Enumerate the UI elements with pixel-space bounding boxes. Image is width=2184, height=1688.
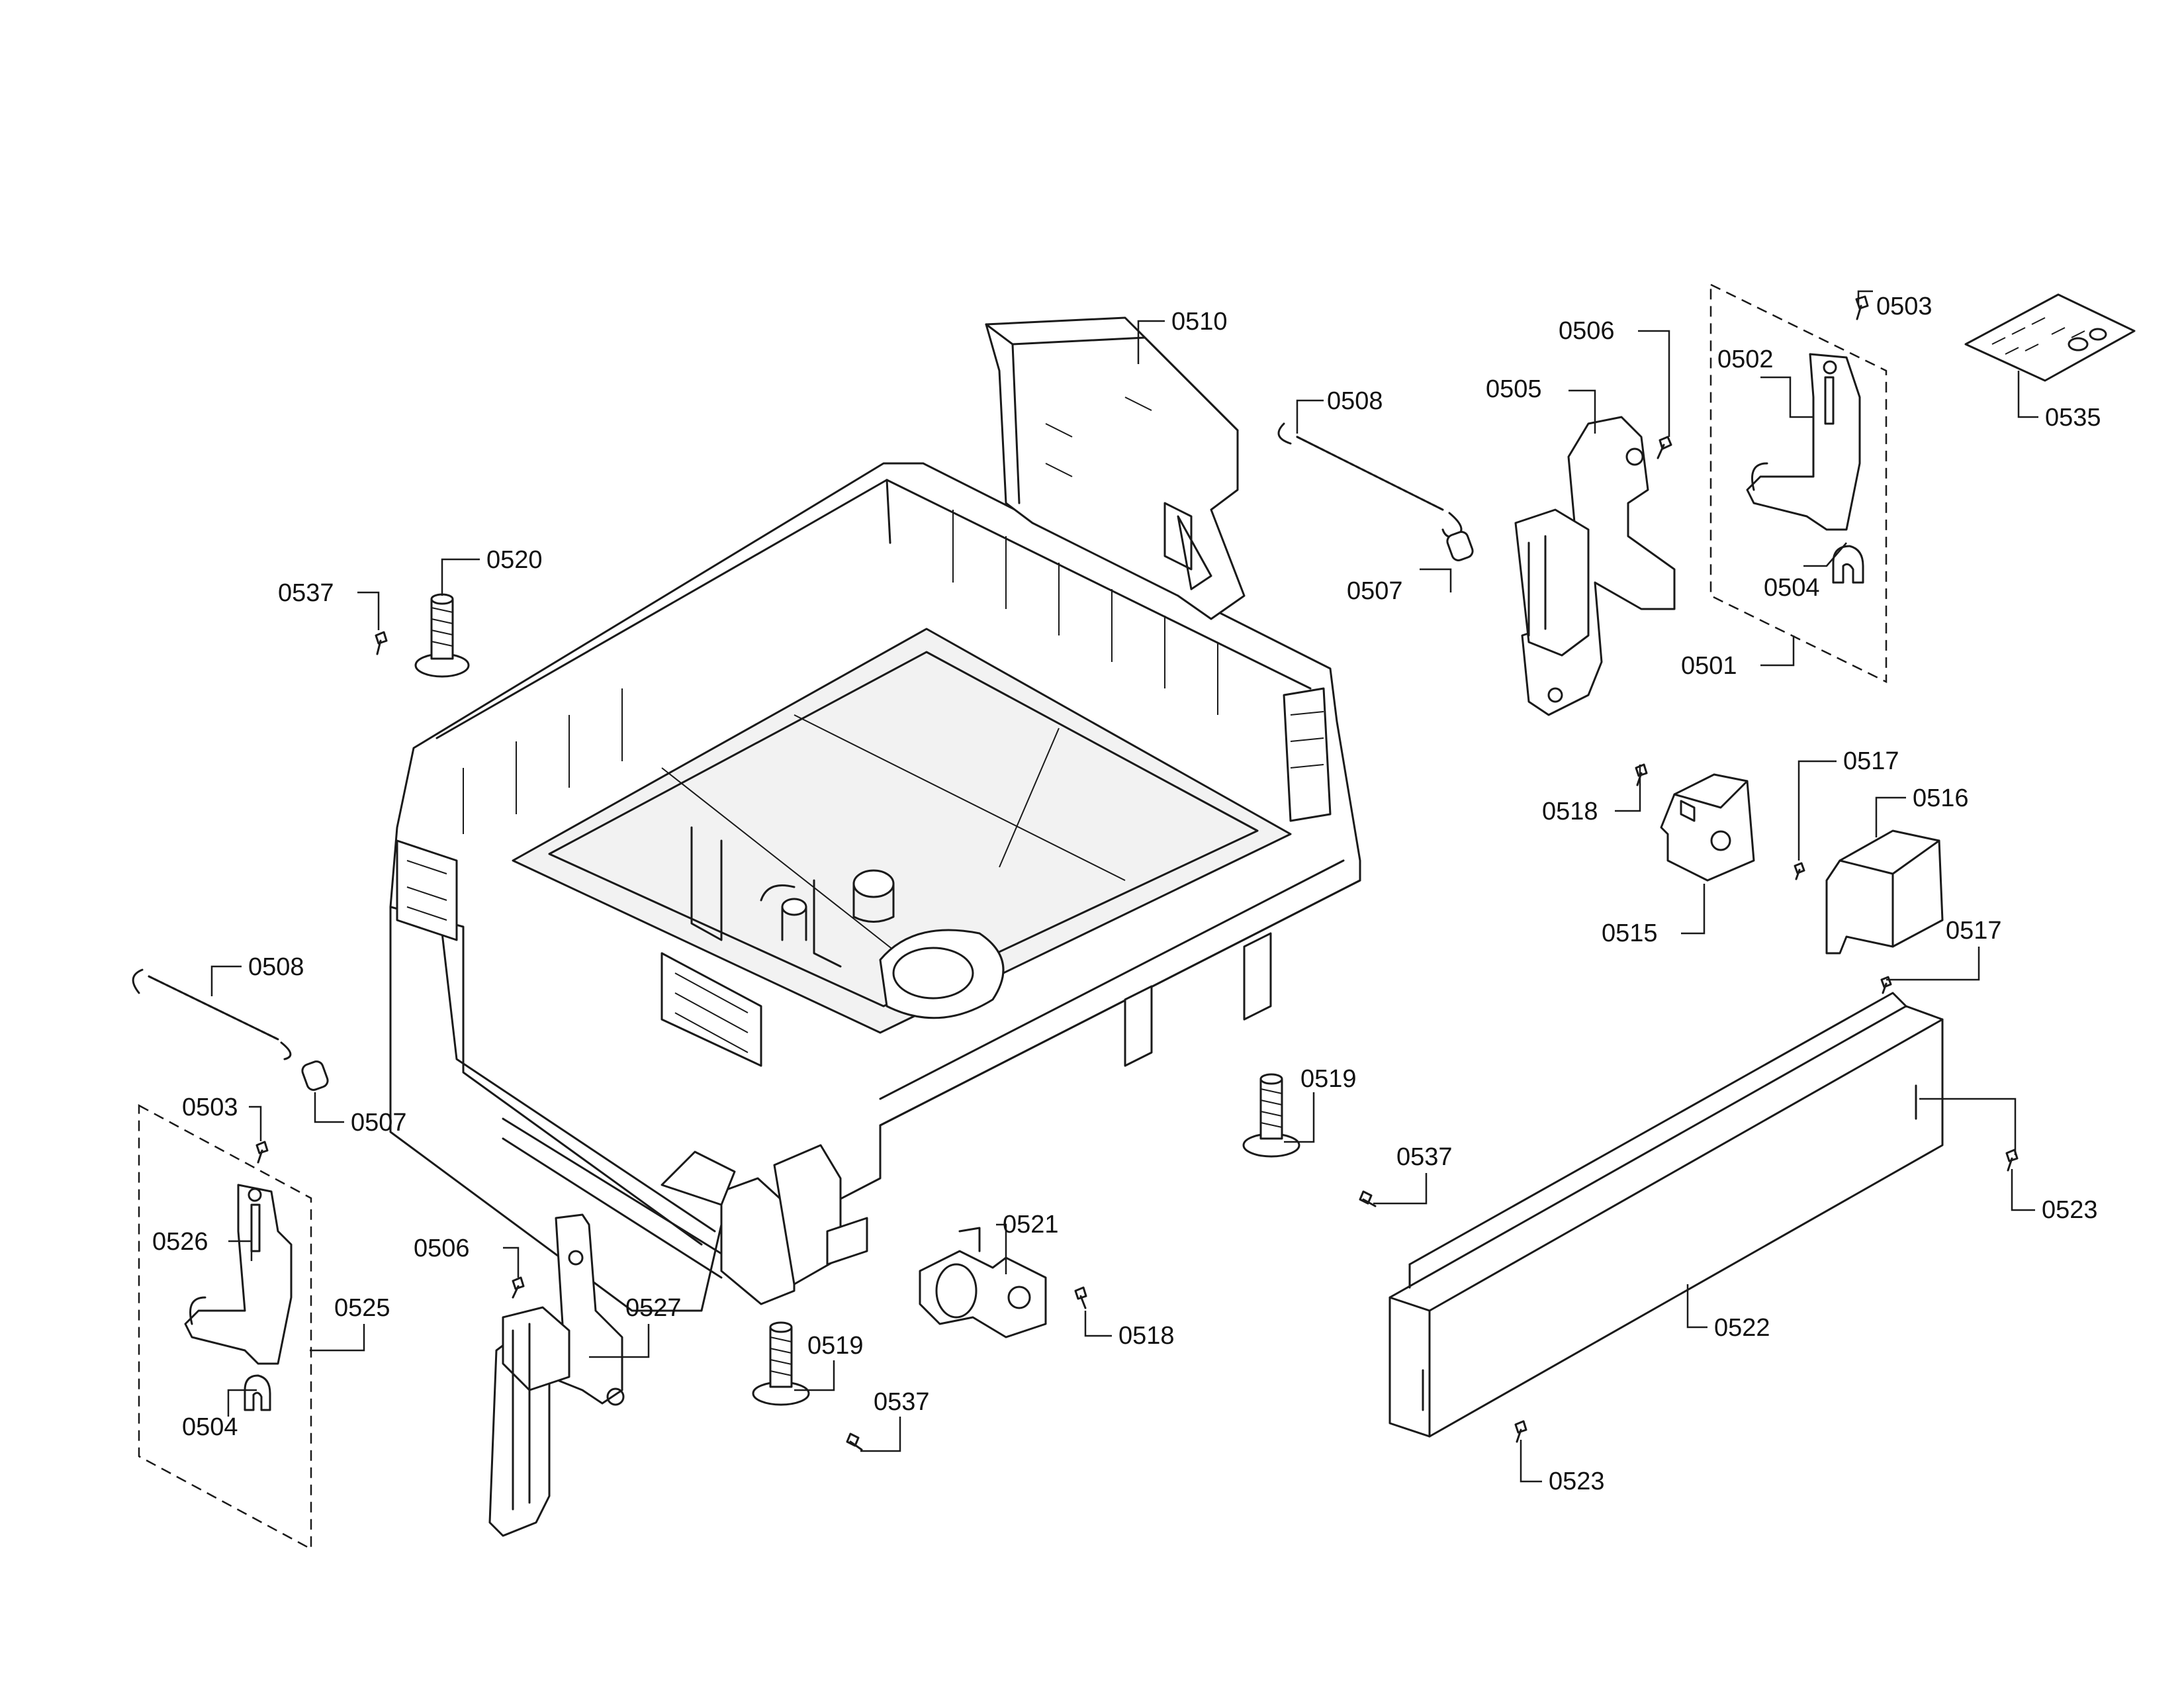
callout-0510: 0510 xyxy=(1171,308,1228,336)
part-0515-bracket xyxy=(1660,773,1755,882)
part-0526-hinge-plate xyxy=(184,1184,293,1365)
part-0518-screw-b xyxy=(1074,1286,1087,1309)
box-0501-assembly xyxy=(1709,283,1888,684)
callout-0523-right: 0523 xyxy=(2042,1196,2098,1224)
callout-0519-right: 0519 xyxy=(1300,1065,1357,1093)
part-0535-hardware-packet xyxy=(1964,293,2136,382)
callout-0537-bottom: 0537 xyxy=(874,1388,930,1416)
callout-0525: 0525 xyxy=(334,1294,390,1322)
part-0523-screw-b xyxy=(1514,1420,1527,1443)
part-0504-clip-left xyxy=(244,1374,271,1411)
callout-0504-left: 0504 xyxy=(182,1413,238,1441)
callout-labels: 0510 0508 0506 0503 0502 0505 0535 0537 … xyxy=(152,293,2101,1495)
callout-0520: 0520 xyxy=(486,546,543,574)
part-0503-screw-left xyxy=(255,1141,269,1164)
part-0504-clip-top xyxy=(1832,545,1864,584)
callout-0522: 0522 xyxy=(1714,1314,1770,1342)
part-0508-spring-left xyxy=(132,968,292,1060)
part-0506-screw-bottom xyxy=(512,1276,525,1299)
part-0537-screw-b xyxy=(1359,1190,1377,1207)
part-0507-bushing-left xyxy=(301,1060,329,1091)
callout-0519-bottom: 0519 xyxy=(807,1332,864,1360)
part-0508-spring-top xyxy=(1277,422,1463,538)
callout-0506-bottom: 0506 xyxy=(414,1235,470,1262)
callout-0506-top: 0506 xyxy=(1559,317,1615,345)
callout-0517-upper: 0517 xyxy=(1843,747,1899,775)
callout-0503-top: 0503 xyxy=(1876,293,1933,320)
callout-0502: 0502 xyxy=(1717,346,1774,373)
part-0521-water-valve xyxy=(919,1227,1047,1338)
part-0519-leveling-foot-b xyxy=(752,1321,810,1406)
part-0516-cover xyxy=(1825,829,1944,955)
part-0505-hinge-bracket xyxy=(1514,416,1676,716)
part-0518-screw-a xyxy=(1635,763,1648,786)
callout-0515: 0515 xyxy=(1602,919,1658,947)
part-0506-screw-top xyxy=(1657,436,1672,459)
callout-0508-left: 0508 xyxy=(248,953,304,981)
callout-0527: 0527 xyxy=(625,1294,682,1322)
part-0502-hinge-plate xyxy=(1746,353,1861,531)
callout-0508-top: 0508 xyxy=(1327,387,1383,415)
part-0527-hinge-bracket xyxy=(488,1213,625,1537)
callout-0504-top: 0504 xyxy=(1764,574,1820,602)
part-0517-screw-a xyxy=(1794,862,1805,880)
callout-0501: 0501 xyxy=(1681,652,1737,680)
callout-0537-mid: 0537 xyxy=(1396,1143,1453,1171)
part-0510-housing xyxy=(985,316,1246,620)
callout-0526: 0526 xyxy=(152,1228,208,1256)
callout-0507-top: 0507 xyxy=(1347,577,1403,605)
callout-0517-lower: 0517 xyxy=(1946,917,2002,945)
callout-0503-left: 0503 xyxy=(182,1094,238,1121)
part-0520-leveling-foot xyxy=(414,593,470,678)
callout-0518-top: 0518 xyxy=(1542,798,1598,825)
callout-0505: 0505 xyxy=(1486,375,1542,403)
part-0522-toe-kick-panel xyxy=(1388,992,1944,1438)
callout-0521: 0521 xyxy=(1003,1211,1059,1239)
part-0519-leveling-foot-a xyxy=(1242,1073,1300,1158)
callout-0535: 0535 xyxy=(2045,404,2101,432)
callout-0507-left: 0507 xyxy=(351,1109,407,1137)
callout-0537-top: 0537 xyxy=(278,579,334,607)
tub-base-assembly xyxy=(389,462,1361,1312)
callout-0516: 0516 xyxy=(1913,784,1969,812)
box-0525-assembly xyxy=(138,1103,312,1551)
part-0537-screw-c xyxy=(846,1432,863,1451)
part-0507-bushing-top xyxy=(1446,531,1474,561)
leader-lines xyxy=(210,290,2038,1483)
callout-0523-bottom: 0523 xyxy=(1549,1468,1605,1495)
callout-0518-bottom: 0518 xyxy=(1118,1322,1175,1350)
part-0537-screw-a xyxy=(375,631,388,655)
